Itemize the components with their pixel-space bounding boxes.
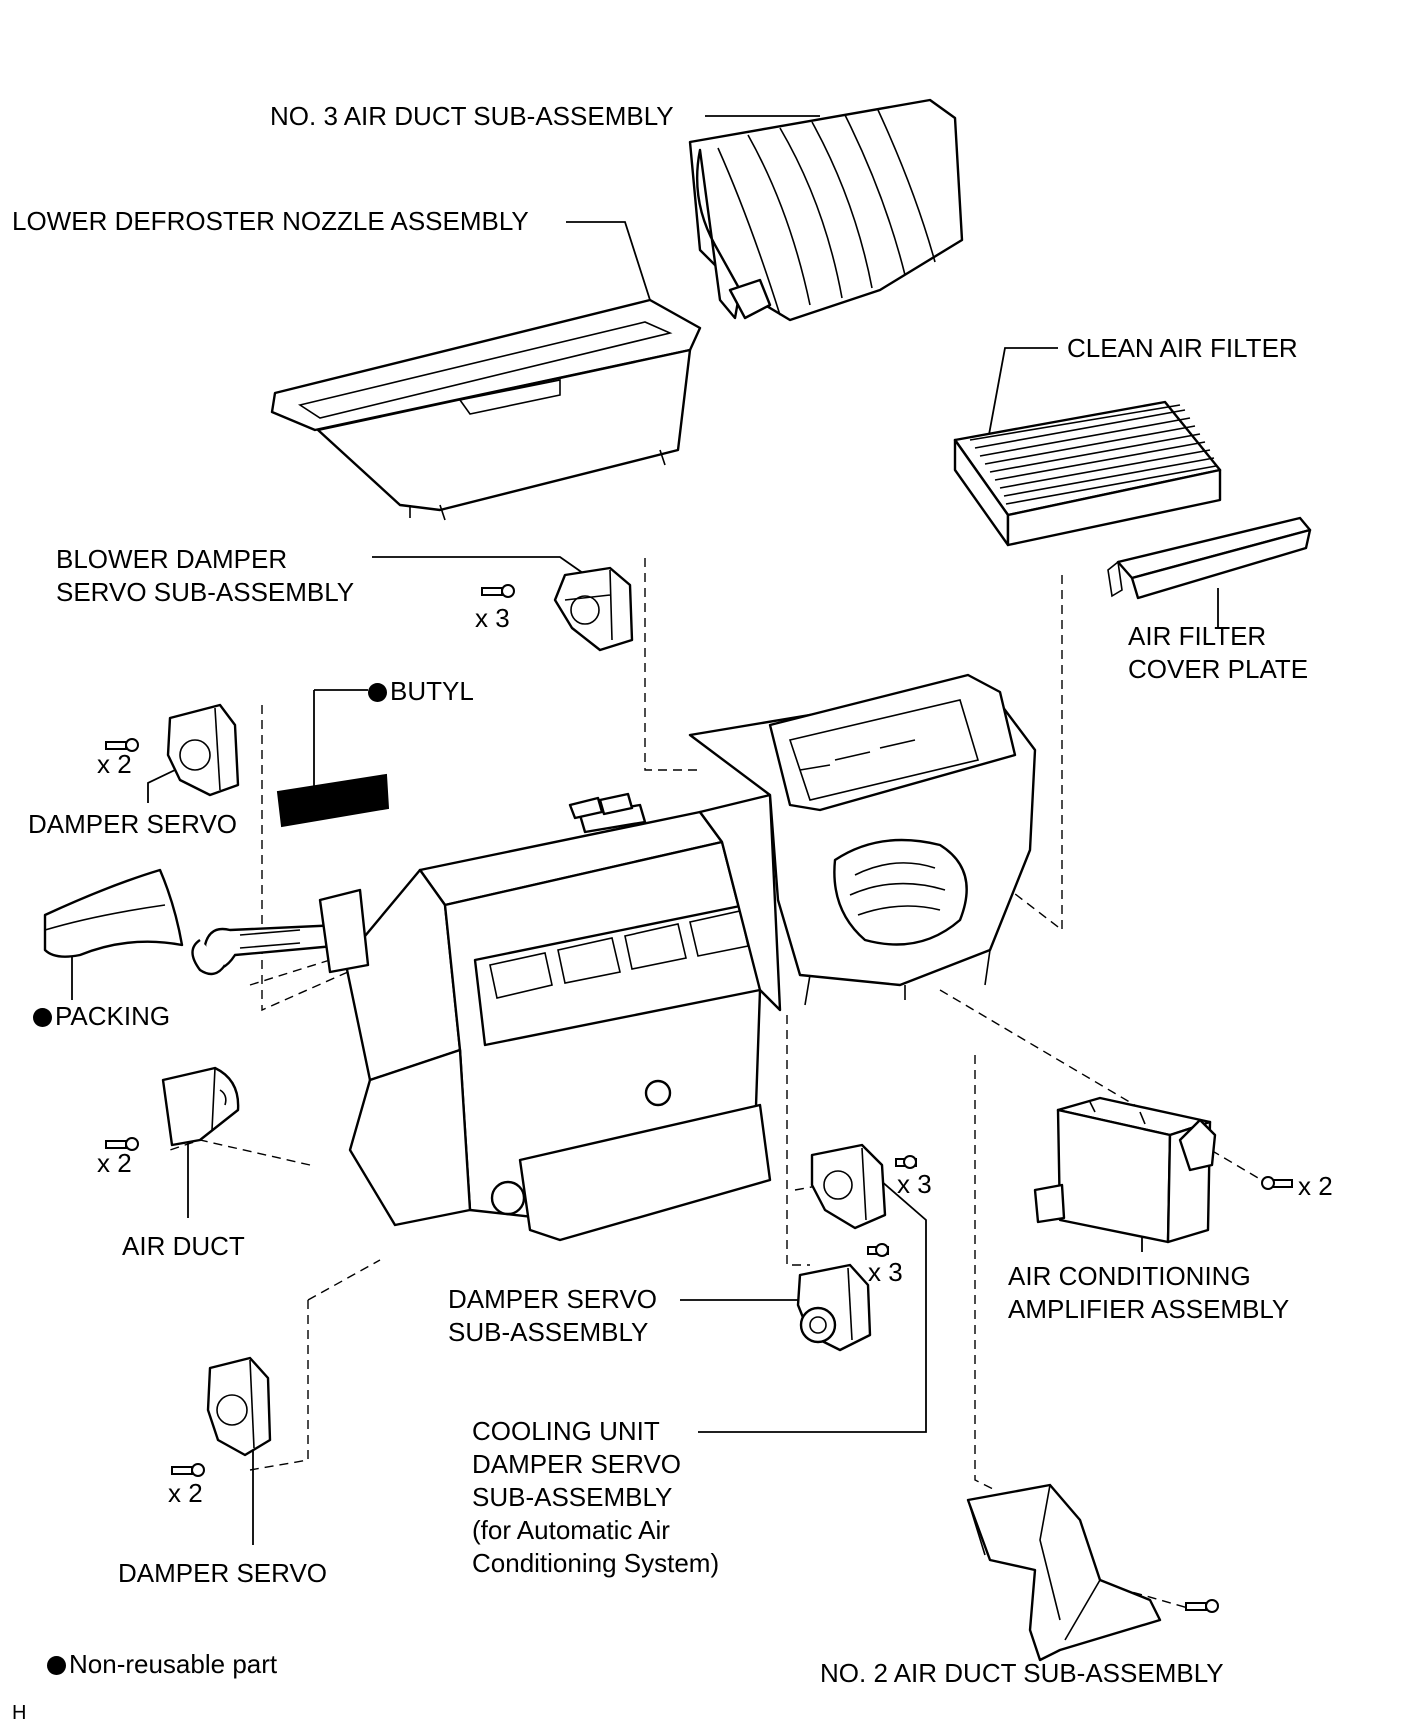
damper-servo-sub-assembly-part xyxy=(796,1263,872,1352)
packing-part xyxy=(43,868,184,958)
damper-servo-sub-assembly-label-line1: DAMPER SERVO xyxy=(448,1284,658,1314)
no2-air-duct-part xyxy=(966,1483,1162,1662)
screw-icon xyxy=(895,1155,917,1169)
screw-icon xyxy=(1261,1176,1293,1190)
screw-icons xyxy=(105,584,1293,1613)
air-duct-label: AIR DUCT xyxy=(122,1231,245,1261)
no3-air-duct-label: NO. 3 AIR DUCT SUB-ASSEMBLY xyxy=(270,101,674,131)
cooling-unit-label-line5: Conditioning System) xyxy=(472,1548,720,1578)
cooling-unit-label-line2: DAMPER SERVO xyxy=(472,1449,682,1479)
damper-servo-sub-quantity: x 3 xyxy=(868,1257,903,1287)
damper-servo-upper-label: DAMPER SERVO xyxy=(28,809,238,839)
no2-air-duct-label: NO. 2 AIR DUCT SUB-ASSEMBLY xyxy=(820,1658,1224,1688)
non-reusable-dot-icon xyxy=(47,1656,66,1675)
screw-icon xyxy=(481,584,515,598)
packing-label: PACKING xyxy=(33,1000,170,1033)
damper-servo-lower-quantity: x 2 xyxy=(168,1478,203,1508)
blower-servo-quantity: x 3 xyxy=(475,603,510,633)
cooling-unit-label-line4: (for Automatic Air xyxy=(472,1515,670,1545)
ac-amplifier-part xyxy=(1033,1096,1217,1244)
air-filter-cover-plate-label: AIR FILTER COVER PLATE xyxy=(1128,620,1308,686)
screw-icon xyxy=(105,1137,139,1151)
legend-text: Non-reusable part xyxy=(69,1649,278,1679)
leader-lines xyxy=(71,115,1219,1545)
screw-icon xyxy=(171,1463,205,1477)
cooling-unit-damper-servo-part xyxy=(810,1143,887,1230)
air-duct-part xyxy=(161,1066,240,1147)
air-duct-quantity: x 2 xyxy=(97,1148,132,1178)
no3-air-duct-part xyxy=(688,98,964,322)
air-filter-cover-plate-label-line1: AIR FILTER xyxy=(1128,621,1267,651)
screw-icon xyxy=(1185,1599,1219,1613)
lower-defroster-nozzle-part xyxy=(270,298,702,521)
damper-servo-sub-assembly-label-line2: SUB-ASSEMBLY xyxy=(448,1317,649,1347)
amplifier-quantity: x 2 xyxy=(1298,1171,1333,1201)
cooling-unit-label-line3: SUB-ASSEMBLY xyxy=(472,1482,673,1512)
air-filter-cover-plate-part xyxy=(1107,516,1312,600)
blower-damper-servo-part xyxy=(553,566,634,652)
damper-servo-upper-part xyxy=(166,703,240,797)
damper-servo-lower-label: DAMPER SERVO xyxy=(118,1558,328,1588)
cooling-servo-quantity: x 3 xyxy=(897,1169,932,1199)
hvac-unit-part xyxy=(191,673,1037,1242)
butyl-tape-part xyxy=(276,773,390,828)
legend-non-reusable: Non-reusable part xyxy=(47,1648,277,1681)
blower-damper-servo-label-line1: BLOWER DAMPER xyxy=(56,544,288,574)
non-reusable-dot-icon xyxy=(368,683,387,702)
damper-servo-upper-quantity: x 2 xyxy=(97,749,132,779)
ac-amplifier-label-line1: AIR CONDITIONING xyxy=(1008,1261,1251,1291)
damper-servo-lower-part xyxy=(206,1356,272,1457)
packing-label-text: PACKING xyxy=(55,1001,171,1031)
air-filter-cover-plate-label-line2: COVER PLATE xyxy=(1128,654,1309,684)
butyl-label-text: BUTYL xyxy=(390,676,474,706)
lower-defroster-nozzle-label: LOWER DEFROSTER NOZZLE ASSEMBLY xyxy=(12,206,529,236)
clean-air-filter-label: CLEAN AIR FILTER xyxy=(1067,333,1298,363)
non-reusable-dot-icon xyxy=(33,1008,52,1027)
blower-damper-servo-label: BLOWER DAMPER SERVO SUB-ASSEMBLY xyxy=(56,543,354,609)
butyl-label: BUTYL xyxy=(368,675,474,708)
corner-mark: H xyxy=(12,1702,27,1724)
ac-amplifier-label-line2: AMPLIFIER ASSEMBLY xyxy=(1008,1294,1290,1324)
ac-amplifier-label: AIR CONDITIONING AMPLIFIER ASSEMBLY xyxy=(1008,1260,1289,1326)
cooling-unit-label-line1: COOLING UNIT xyxy=(472,1416,660,1446)
cooling-unit-damper-servo-label: COOLING UNIT DAMPER SERVO SUB-ASSEMBLY (… xyxy=(472,1415,719,1580)
screw-icon xyxy=(105,738,139,752)
clean-air-filter-part xyxy=(953,400,1222,547)
screw-icon xyxy=(867,1243,889,1257)
blower-damper-servo-label-line2: SERVO SUB-ASSEMBLY xyxy=(56,577,355,607)
damper-servo-sub-assembly-label: DAMPER SERVO SUB-ASSEMBLY xyxy=(448,1283,657,1349)
